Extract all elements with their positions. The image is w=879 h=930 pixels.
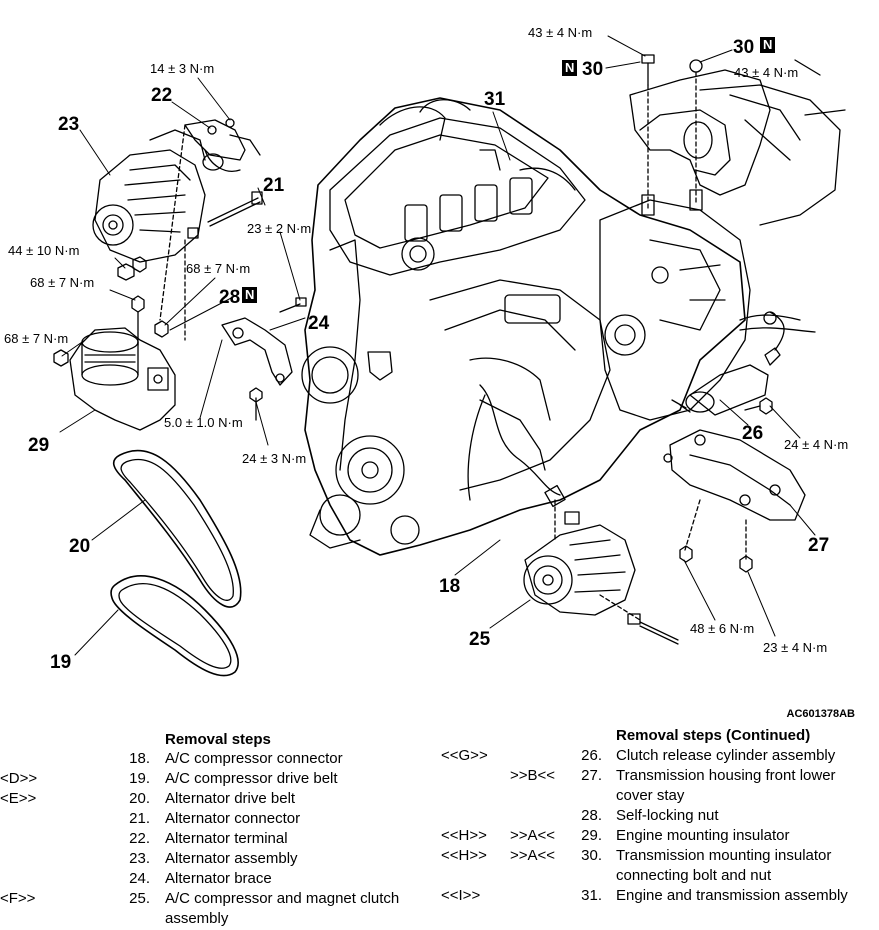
step-description: Alternator connector [165,810,301,827]
step-number: 30. [581,847,602,864]
transmission-lower-cover-stay [663,429,806,573]
alternator-brace [221,297,307,421]
step-description: Engine mounting insulator [616,827,790,844]
step-description: Alternator drive belt [165,790,296,807]
callout-19: 19 [50,652,72,673]
step-description: A/C compressor drive belt [165,770,338,787]
figure-reference-code: AC601378AB [786,708,855,720]
step-description: Alternator brace [165,870,272,887]
step-number: 23. [129,850,150,867]
step-description: Alternator terminal [165,830,288,847]
step-description: Self-locking nut [616,807,719,824]
exploded-engine-diagram [53,35,846,677]
step-number: 22. [129,830,150,847]
alternator-assembly [92,118,263,341]
step-description: Transmission mounting insulator [616,847,832,864]
engine-mounting-insulator [53,295,176,431]
step-code: <<H>> [441,827,487,844]
torque-label: 23 ± 2 N·m [247,221,312,236]
callout-31: 31 [484,89,506,110]
callout-18: 18 [439,576,461,597]
torque-label: 68 ± 7 N·m [30,275,95,290]
torque-label: 68 ± 7 N·m [186,261,251,276]
step-description: Engine and transmission assembly [616,887,848,904]
step-number: 28. [581,807,602,824]
torque-label: 24 ± 3 N·m [242,451,307,466]
step-code: >>A<< [510,847,556,864]
removal-steps-heading: Removal steps [165,731,271,748]
callout-23: 23 [58,114,80,135]
torque-label: 5.0 ± 1.0 N·m [164,415,243,430]
engine-block [301,97,816,556]
callout-26: 26 [742,423,764,444]
step-code: <F>> [0,890,36,907]
n-badge-30-upper: N [760,37,776,53]
step-code: <<G>> [441,747,488,764]
step-number: 31. [581,887,602,904]
step-code: <E>> [0,790,37,807]
transmission-mount-bracket [629,54,846,226]
torque-label: 43 ± 4 N·m [734,65,799,80]
callout-30-upper: 30 [733,37,755,58]
torque-label: 14 ± 3 N·m [150,61,215,76]
torque-label: 48 ± 6 N·m [690,621,755,636]
step-number: 19. [129,770,150,787]
ac-compressor-assembly [523,484,679,645]
step-number: 25. [129,890,150,907]
step-number: 27. [581,767,602,784]
torque-label: 24 ± 4 N·m [784,437,849,452]
torque-label: 23 ± 4 N·m [763,640,828,655]
step-code: >>A<< [510,827,556,844]
callout-20: 20 [69,536,91,557]
step-description: A/C compressor and magnet clutch [165,890,400,907]
step-description: Clutch release cylinder assembly [616,747,836,764]
step-description: assembly [165,910,229,927]
step-number: 20. [129,790,150,807]
step-description: connecting bolt and nut [616,867,772,884]
callout-25: 25 [469,629,491,650]
removal-steps-continued-heading: Removal steps (Continued) [616,727,811,744]
step-code: <<H>> [441,847,487,864]
step-description: Alternator assembly [165,850,298,867]
ac-compressor-drive-belt [110,575,239,677]
callout-29: 29 [28,435,50,456]
step-number: 26. [581,747,602,764]
step-code: >>B<< [510,767,556,784]
callout-30-lower: 30 [582,59,604,80]
n-badge-28: N [242,287,258,303]
torque-label: 68 ± 7 N·m [4,331,69,346]
callout-22: 22 [151,85,173,106]
step-description: A/C compressor connector [165,750,343,767]
step-number: 29. [581,827,602,844]
step-code: <D>> [0,770,38,787]
step-number: 24. [129,870,150,887]
callout-27: 27 [808,535,830,556]
clutch-release-cylinder [671,311,785,416]
torque-label: 44 ± 10 N·m [8,243,80,258]
alternator-drive-belt [112,449,242,608]
step-code: <<I>> [441,887,481,904]
n-badge-30-lower: N [562,60,578,76]
step-number: 18. [129,750,150,767]
step-number: 21. [129,810,150,827]
leader-lines [59,35,816,656]
callout-24: 24 [308,313,330,334]
step-description: Transmission housing front lower [616,767,836,784]
callout-28: 28 [219,287,241,308]
torque-label: 43 ± 4 N·m [528,25,593,40]
step-description: cover stay [616,787,685,804]
callout-21: 21 [263,175,285,196]
